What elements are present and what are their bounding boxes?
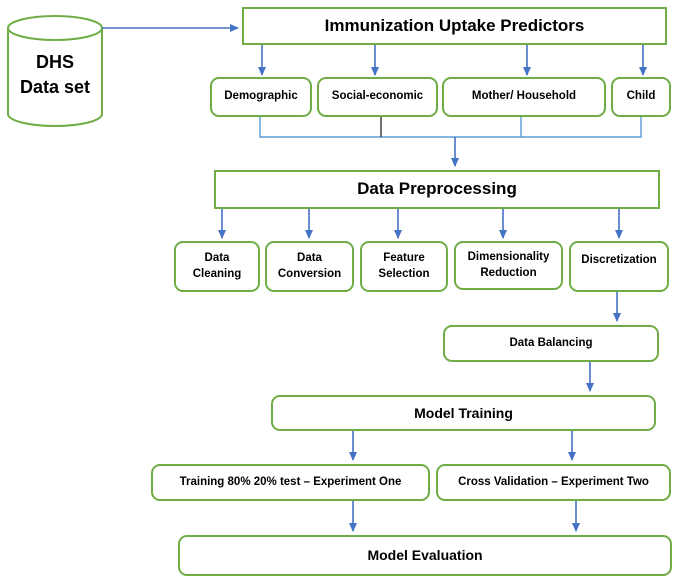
merge-bracket	[259, 117, 642, 138]
model-training-title: Model Training	[414, 404, 513, 421]
model-training-box: Model Training	[271, 395, 656, 431]
experiment-one-label: Training 80% 20% test – Experiment One	[179, 475, 402, 488]
model-evaluation-box: Model Evaluation	[178, 535, 672, 576]
predictor-social-economic-label: Social-economic	[331, 90, 424, 103]
step-data-cleaning-line2: Cleaning	[192, 267, 242, 280]
step-feature-selection-line1: Feature	[383, 251, 425, 264]
step-data-conversion-line1: Data	[297, 251, 322, 264]
step-feature-selection: Feature Selection	[360, 241, 448, 292]
predictors-title-box: Immunization Uptake Predictors	[242, 7, 667, 45]
step-data-conversion: Data Conversion	[265, 241, 354, 292]
predictor-social-economic: Social-economic	[317, 77, 438, 117]
step-data-conversion-line2: Conversion	[277, 267, 342, 280]
data-balancing-box: Data Balancing	[443, 325, 659, 362]
step-feature-selection-line2: Selection	[378, 267, 430, 280]
predictor-demographic: Demographic	[210, 77, 312, 117]
dhs-database-cylinder	[7, 15, 103, 127]
step-dimensionality-reduction: Dimensionality Reduction	[454, 241, 563, 290]
predictors-title: Immunization Uptake Predictors	[324, 15, 585, 35]
step-data-cleaning-line1: Data	[204, 251, 230, 264]
step-data-cleaning: Data Cleaning	[174, 241, 260, 292]
experiment-one-box: Training 80% 20% test – Experiment One	[151, 464, 430, 501]
experiment-two-label: Cross Validation – Experiment Two	[458, 475, 649, 488]
preprocessing-title-box: Data Preprocessing	[214, 170, 660, 209]
experiment-two-box: Cross Validation – Experiment Two	[436, 464, 671, 501]
step-discretization-line1: Discretization	[581, 254, 657, 266]
step-dimensionality-reduction-line1: Dimensionality	[467, 250, 550, 263]
predictor-demographic-label: Demographic	[224, 90, 298, 103]
preprocessing-title: Data Preprocessing	[357, 179, 517, 199]
predictor-mother-household: Mother/ Household	[442, 77, 606, 117]
predictor-child: Child	[611, 77, 671, 117]
dhs-label-line2: Data set	[19, 77, 91, 98]
predictor-child-label: Child	[626, 90, 656, 103]
dhs-dataset-label: DHS Data set	[8, 50, 102, 100]
step-dimensionality-reduction-line2: Reduction	[480, 266, 537, 279]
step-discretization: Discretization	[569, 241, 669, 292]
data-balancing-label: Data Balancing	[509, 336, 593, 349]
model-evaluation-title: Model Evaluation	[367, 547, 483, 564]
dhs-label-line1: DHS	[35, 52, 74, 72]
predictor-mother-household-label: Mother/ Household	[471, 90, 577, 103]
